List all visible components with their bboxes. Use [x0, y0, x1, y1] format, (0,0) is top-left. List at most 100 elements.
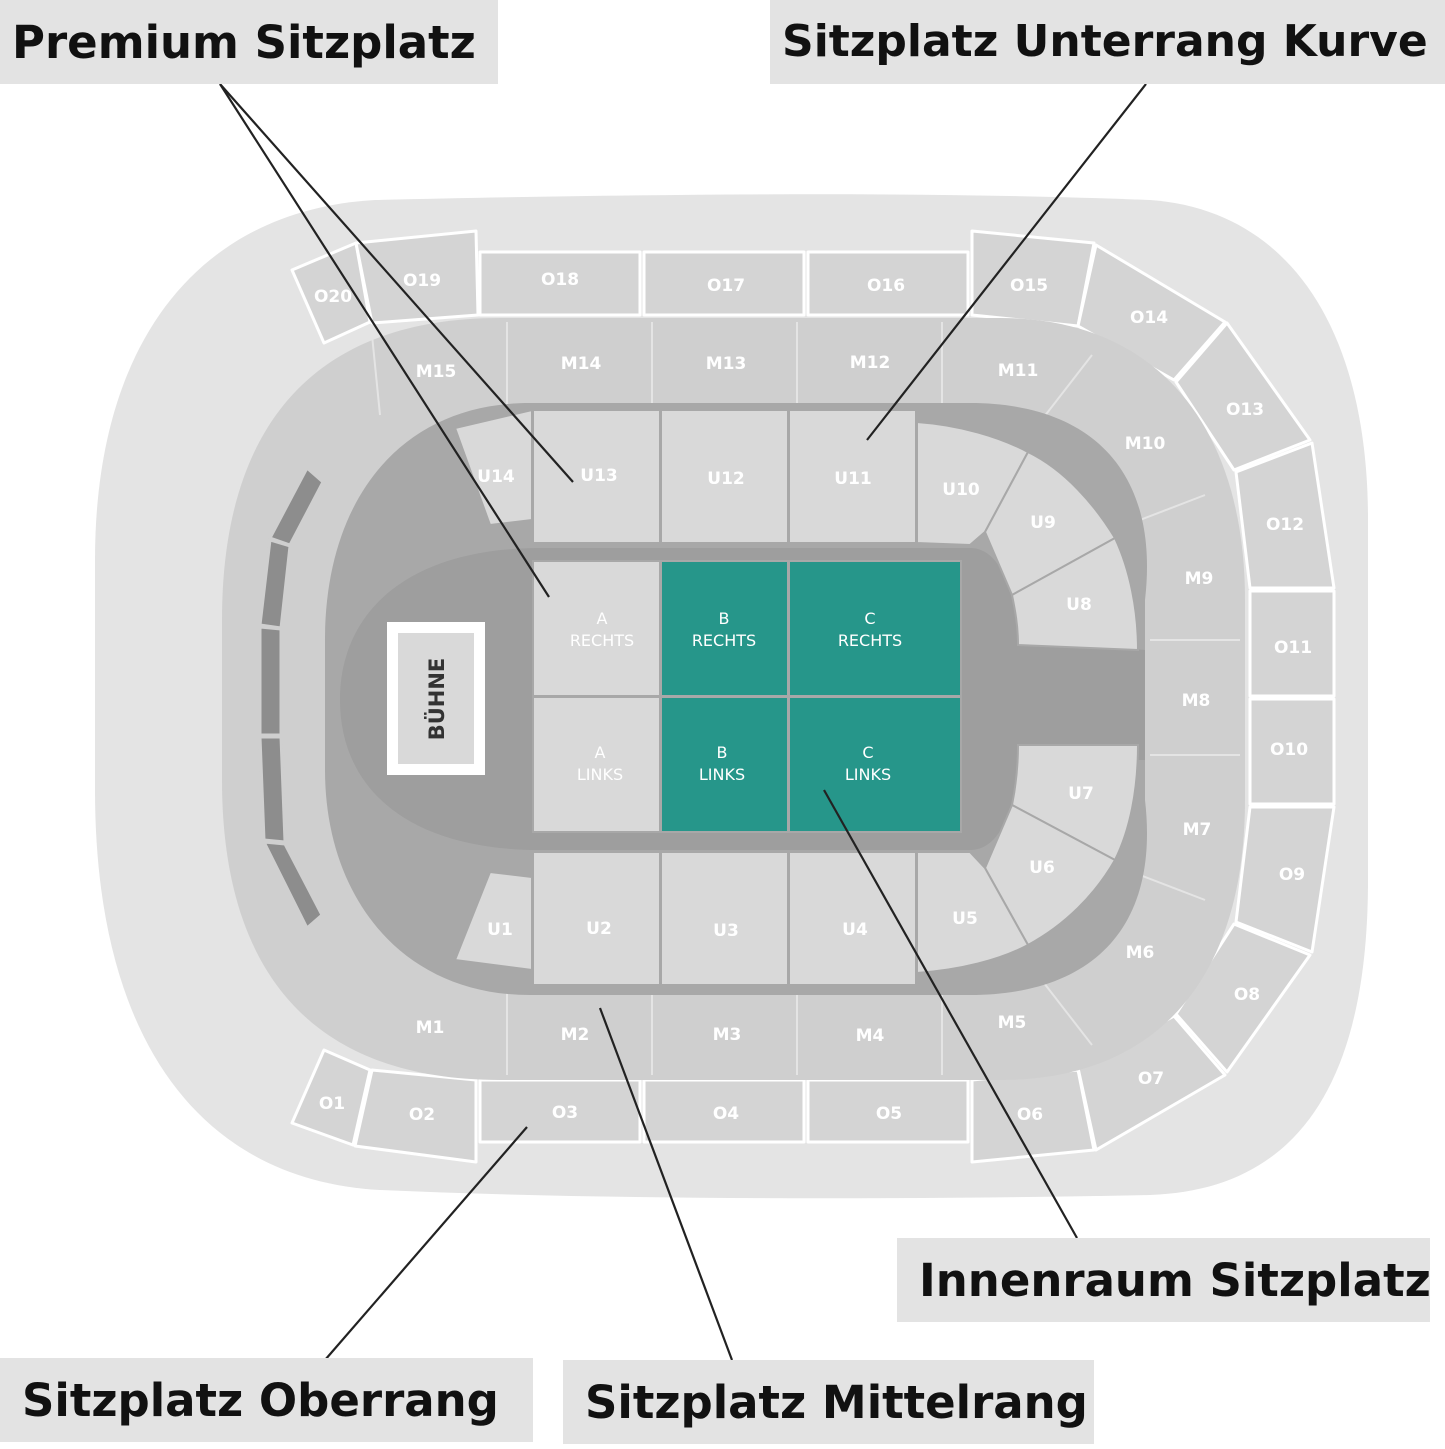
- label-u1: U1: [487, 920, 513, 940]
- label-u12: U12: [707, 469, 744, 489]
- label-m10: M10: [1125, 434, 1166, 454]
- block-u4[interactable]: [788, 851, 917, 986]
- label-m1: M1: [416, 1018, 445, 1038]
- label-o8: O8: [1234, 985, 1260, 1005]
- label-o16: O16: [867, 276, 905, 296]
- label-o12: O12: [1266, 515, 1304, 535]
- label-o19: O19: [403, 271, 441, 291]
- label-u4: U4: [842, 920, 868, 940]
- block-u13[interactable]: [532, 409, 661, 544]
- label-u2: U2: [586, 919, 612, 939]
- label-m12: M12: [850, 353, 891, 373]
- stage-label: BÜHNE: [424, 658, 449, 741]
- label-m6: M6: [1126, 943, 1155, 963]
- label-m13: M13: [706, 354, 747, 374]
- block-o13[interactable]: [1174, 321, 1312, 472]
- label-o6: O6: [1017, 1105, 1043, 1125]
- block-u10[interactable]: [916, 420, 1030, 547]
- oberrang-blocks: [290, 229, 1336, 1164]
- block-a-rechts[interactable]: [532, 560, 661, 697]
- stage-platform[interactable]: [398, 633, 474, 764]
- block-o4[interactable]: [642, 1078, 806, 1144]
- block-b-rechts[interactable]: [660, 560, 789, 697]
- label-u11: U11: [834, 469, 871, 489]
- label-u5: U5: [952, 909, 978, 929]
- label-u14: U14: [477, 467, 515, 487]
- block-o20[interactable]: [290, 241, 372, 345]
- callout-sitzplatz-mittelrang: Sitzplatz Mittelrang: [563, 1360, 1094, 1444]
- label-o14: O14: [1130, 308, 1168, 328]
- callout-mittelrang-text: Sitzplatz Mittelrang: [585, 1375, 1088, 1429]
- label-m14: M14: [561, 354, 602, 374]
- block-o11[interactable]: [1248, 589, 1336, 698]
- block-o1[interactable]: [290, 1048, 372, 1147]
- innenraum-line: [823, 789, 1078, 1239]
- block-o9[interactable]: [1234, 805, 1336, 954]
- callout-innenraum-sitzplatz: Innenraum Sitzplatz: [897, 1238, 1431, 1322]
- label-u8: U8: [1066, 595, 1092, 615]
- label-u3: U3: [713, 921, 739, 941]
- premium-line-a: [219, 83, 574, 483]
- label-u13: U13: [580, 466, 617, 486]
- label-m4: M4: [856, 1026, 885, 1046]
- label-o17: O17: [707, 276, 745, 296]
- premium-line-b: [219, 83, 550, 598]
- label-o1: O1: [319, 1094, 345, 1114]
- oberrang-line: [324, 1126, 528, 1361]
- callout-unterrang-kurve: Sitzplatz Unterrang Kurve: [770, 0, 1445, 84]
- block-o16[interactable]: [806, 250, 970, 317]
- block-u8[interactable]: [1010, 536, 1140, 652]
- callout-premium-sitzplatz: Premium Sitzplatz: [0, 0, 498, 84]
- label-o4: O4: [713, 1104, 739, 1124]
- block-u11[interactable]: [788, 409, 917, 544]
- mittelrang-line: [598, 1007, 734, 1361]
- label-o11: O11: [1274, 638, 1312, 658]
- block-o18[interactable]: [478, 250, 642, 317]
- block-a-links[interactable]: [532, 696, 661, 833]
- label-m8: M8: [1182, 691, 1211, 711]
- block-c-links[interactable]: [788, 696, 962, 833]
- block-o12[interactable]: [1234, 441, 1336, 590]
- callout-oberrang-text: Sitzplatz Oberrang: [22, 1373, 499, 1427]
- block-u2[interactable]: [532, 851, 661, 986]
- label-m2: M2: [561, 1025, 590, 1045]
- callout-innenraum-text: Innenraum Sitzplatz: [919, 1253, 1431, 1307]
- label-o2: O2: [409, 1105, 435, 1125]
- block-o5[interactable]: [806, 1078, 970, 1144]
- callout-sitzplatz-oberrang: Sitzplatz Oberrang: [0, 1358, 533, 1442]
- floor-blocks: [532, 560, 962, 833]
- label-o9: O9: [1279, 865, 1305, 885]
- block-u1[interactable]: [453, 870, 533, 972]
- label-u7: U7: [1068, 784, 1094, 804]
- block-u7[interactable]: [1010, 744, 1140, 862]
- left-ribbon: [258, 465, 325, 931]
- callout-kurve-text: Sitzplatz Unterrang Kurve: [782, 16, 1428, 67]
- callout-lines: [219, 83, 1147, 1361]
- label-m5: M5: [998, 1013, 1027, 1033]
- label-o15: O15: [1010, 276, 1048, 296]
- label-o10: O10: [1270, 740, 1308, 760]
- label-o20: O20: [314, 287, 352, 307]
- label-o7: O7: [1138, 1069, 1164, 1089]
- block-c-rechts[interactable]: [788, 560, 962, 697]
- label-o5: O5: [876, 1104, 902, 1124]
- block-o10[interactable]: [1248, 697, 1336, 806]
- block-u12[interactable]: [660, 409, 789, 544]
- kurve-line: [866, 83, 1147, 441]
- label-o3: O3: [552, 1103, 578, 1123]
- callout-premium-text: Premium Sitzplatz: [12, 15, 476, 69]
- block-o2[interactable]: [353, 1068, 478, 1164]
- label-o18: O18: [541, 270, 579, 290]
- block-o17[interactable]: [642, 250, 806, 317]
- block-o19[interactable]: [354, 229, 480, 325]
- block-u3[interactable]: [660, 851, 789, 986]
- label-m15: M15: [416, 362, 457, 382]
- label-m11: M11: [998, 361, 1039, 381]
